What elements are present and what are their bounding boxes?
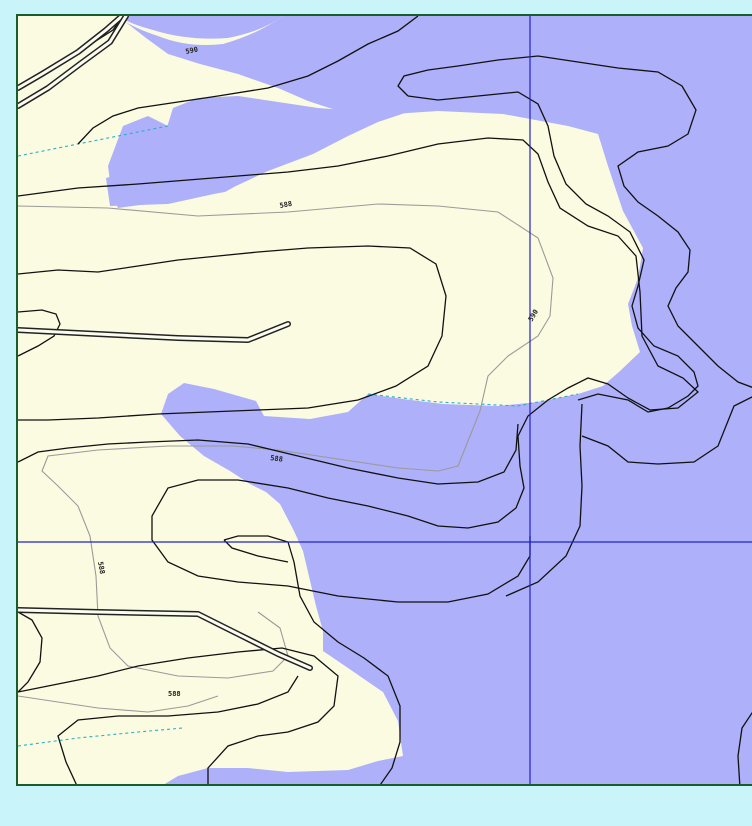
contour-line <box>77 16 419 145</box>
contour-line-minor <box>18 695 219 713</box>
contour-line <box>407 91 699 413</box>
contour-line <box>581 396 752 465</box>
contour-line <box>18 137 699 603</box>
road-north <box>18 16 129 109</box>
contour-label: 588 <box>270 454 284 464</box>
contour-line <box>223 535 401 784</box>
shoreline <box>18 125 169 157</box>
water-inlet-north <box>106 96 408 206</box>
contour-label: 588 <box>96 561 106 575</box>
water-inlet-top <box>118 16 283 39</box>
contour-label: 588 <box>168 690 181 698</box>
contour-line <box>737 711 752 784</box>
contour-line <box>18 245 447 421</box>
contour-line-minor <box>18 203 554 679</box>
road-south <box>18 607 313 671</box>
contour-line <box>397 55 752 388</box>
land-area <box>18 16 643 784</box>
contour-line <box>18 309 61 357</box>
contour-line <box>18 647 339 784</box>
contour-line <box>223 539 289 563</box>
contour-line <box>18 423 519 485</box>
shoreline <box>18 727 184 747</box>
contour-line <box>505 403 583 597</box>
contour-label: 588 <box>279 200 293 210</box>
map-frame[interactable]: 590 588 590 588 588 588 <box>16 14 752 786</box>
contour-line <box>18 611 43 693</box>
topographic-map[interactable]: 590 588 590 588 588 588 <box>18 16 752 786</box>
contour-label: 590 <box>185 45 199 55</box>
contour-line <box>57 675 299 784</box>
road-middle <box>18 321 291 343</box>
